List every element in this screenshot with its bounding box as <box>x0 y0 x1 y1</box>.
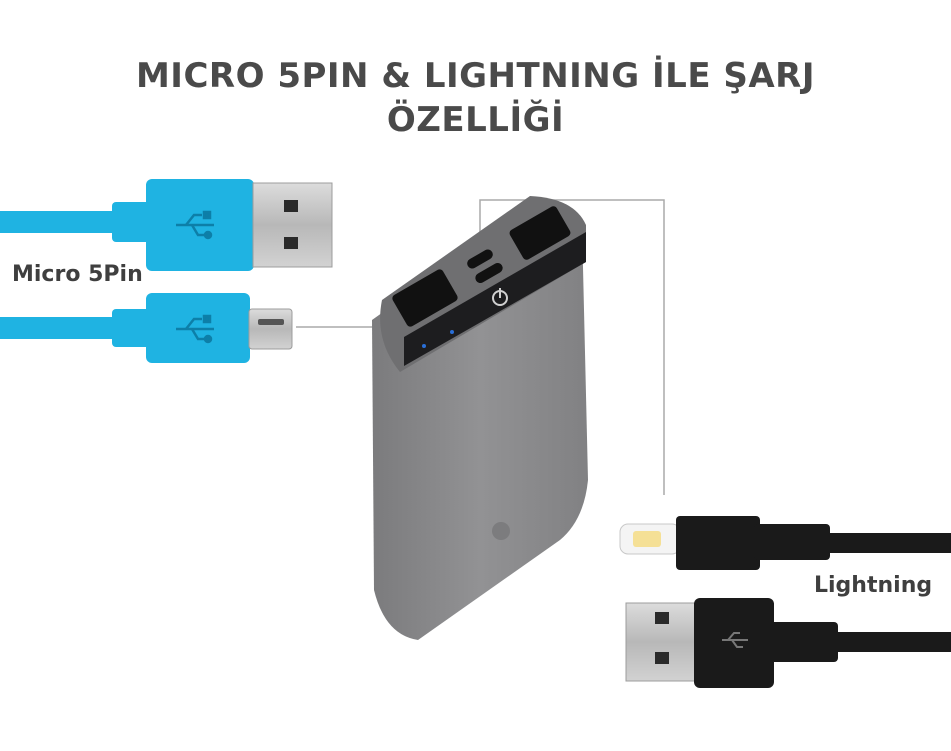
usb-a-slot-3 <box>655 612 669 624</box>
lightning-strain-relief <box>754 524 830 560</box>
usb-a-slot-2 <box>284 237 298 249</box>
blue-micro-usb-cable <box>0 293 293 363</box>
blue-usb-a-cable <box>0 179 333 271</box>
blue-strain-relief-bottom <box>112 309 150 347</box>
lightning-in-port <box>475 263 503 283</box>
title-line-1: MICRO 5PIN & LIGHTNING İLE ŞARJ <box>135 56 816 96</box>
usb-icon <box>176 210 214 240</box>
power-icon <box>492 288 508 306</box>
usb-out-port-2 <box>509 206 571 260</box>
micro-usb-pin <box>258 319 284 325</box>
usb-a-slot-1 <box>284 200 298 212</box>
blue-strain-relief-top <box>112 202 150 242</box>
black-lightning-cable <box>619 516 951 570</box>
power-bank <box>372 196 588 640</box>
lightning-wire <box>826 533 951 553</box>
power-bank-front-panel <box>404 232 586 366</box>
label-micro-5pin: Micro 5Pin <box>12 262 143 287</box>
blue-cable-wire-bottom <box>0 317 120 339</box>
black-usb-wire <box>834 632 951 652</box>
usb-icon <box>176 314 214 344</box>
black-strain-relief <box>770 622 838 662</box>
led-indicator-2 <box>450 330 454 334</box>
power-bank-logo <box>492 522 510 540</box>
usb-a-metal-plug-top <box>252 182 333 268</box>
usb-out-port-1 <box>392 269 458 327</box>
blue-cable-wire-top <box>0 211 120 233</box>
lightning-pins <box>633 531 661 547</box>
title-line-2: ÖZELLİĞİ <box>386 100 565 140</box>
micro-in-port <box>467 249 493 269</box>
label-lightning: Lightning <box>814 573 933 598</box>
usb-a-slot-4 <box>655 652 669 664</box>
black-usb-a-cable <box>625 598 951 688</box>
usb-icon <box>722 632 748 648</box>
micro-usb-metal-plug <box>248 308 293 350</box>
lightning-housing <box>676 516 760 570</box>
led-indicator-1 <box>422 344 426 348</box>
